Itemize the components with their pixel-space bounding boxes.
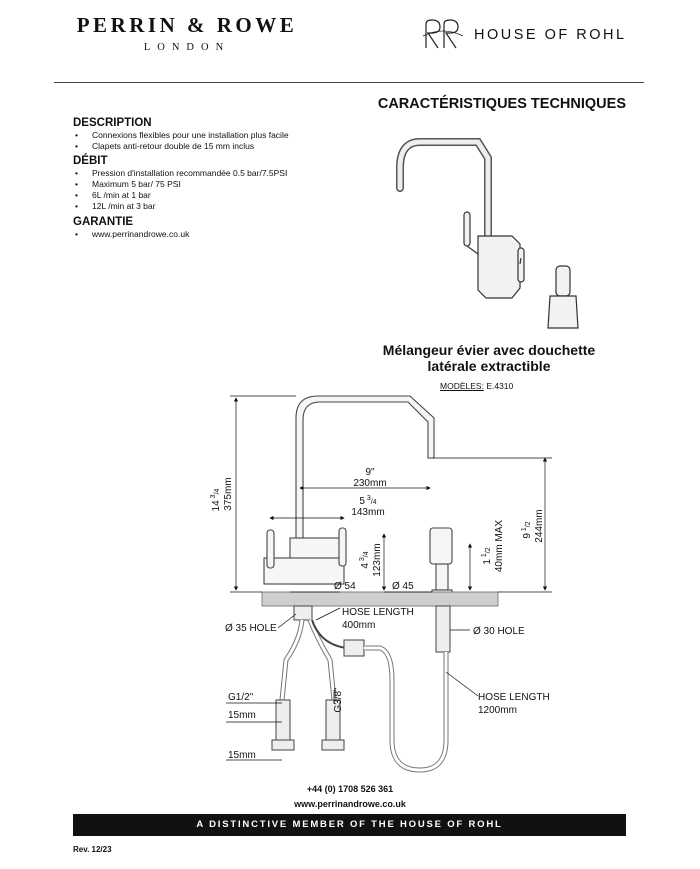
body-in-label: 43/4 [359,551,371,568]
list-item: Clapets anti-retour double de 15 mm incl… [73,141,353,152]
length-15mm-label-b: 15mm [228,750,256,761]
hose-length-value-1: 400mm [342,620,375,631]
max-mm-label: 40mm MAX [494,520,505,573]
base-diameter-label: Ø 54 [334,581,356,592]
hose-length-label-2: HOSE LENGTH [478,692,550,703]
hose-length-value-2: 1200mm [478,705,517,716]
hole-30-label: Ø 30 HOLE [473,626,525,637]
spout-mm-label: 244mm [534,509,545,542]
faucet-outline [263,395,453,601]
thread-g12-label: G1/2" [228,692,254,703]
height-in-label: 143/4 [210,488,222,511]
brand-logo: PERRIN & ROWE LONDON [72,14,302,53]
rohl-monogram-icon [422,19,464,49]
revision-label: Rev. 12/23 [73,845,112,854]
max-in-label: 11/2 [481,547,493,564]
footer-banner: A DISTINCTIVE MEMBER OF THE HOUSE OF ROH… [73,814,626,836]
height-mm-label: 375mm [223,477,234,510]
spec-title: CARACTÉRISTIQUES TECHNIQUES [377,96,626,112]
hose-length-label-1: HOSE LENGTH [342,607,414,618]
models-line: MODÈLES: E.4310 [440,381,513,391]
list-item: Connexions flexibles pour une installati… [73,130,353,141]
models-value: E.4310 [486,381,514,391]
models-label: MODÈLES: [440,381,484,391]
list-item: Maximum 5 bar/ 75 PSI [73,179,353,190]
section-title: DESCRIPTION [73,117,152,129]
brand-city: LONDON [143,42,231,53]
handle-mm-label: 143mm [351,507,384,518]
section-title: DÉBIT [73,155,108,167]
list-item: www.perrinandrowe.co.uk [73,229,353,240]
spout-in-label: 91/2 [521,521,533,538]
faucet-product-image [396,138,579,329]
partner-name: HOUSE OF ROHL [474,27,627,43]
house-of-rohl-logo: HOUSE OF ROHL [420,18,627,52]
product-title: Mélangeur évier avec douchette latérale … [350,342,628,374]
website-link[interactable]: www.perrinandrowe.co.uk [294,799,406,809]
header-divider [54,82,644,83]
product-title-line1: Mélangeur évier avec douchette [382,342,596,358]
reach-in-label: 9" [365,467,375,478]
description-section: DESCRIPTION Connexions flexibles pour un… [73,117,353,152]
body-mm-label: 123mm [372,543,383,576]
section-title: GARANTIE [73,216,134,228]
reach-mm-label: 230mm [353,478,386,489]
brand-name: PERRIN & ROWE [76,13,298,37]
length-15mm-label-a: 15mm [228,710,256,721]
phone-number: +44 (0) 1708 526 361 [306,784,394,794]
list-item: 6L /min at 1 bar [73,190,353,201]
garantie-section: GARANTIE www.perrinandrowe.co.uk [73,216,353,240]
product-title-line2: latérale extractible [427,358,551,374]
hole-35-label: Ø 35 HOLE [225,623,277,634]
thread-g38-label: G3/8" [333,687,344,713]
plumbing-outline [271,605,451,773]
list-item: Pression d'installation recommandée 0.5 … [73,168,353,179]
debit-section: DÉBIT Pression d'installation recommandé… [73,155,353,212]
countertop [261,591,499,607]
list-item: 12L /min at 3 bar [73,201,353,212]
spray-diameter-label: Ø 45 [392,581,414,592]
